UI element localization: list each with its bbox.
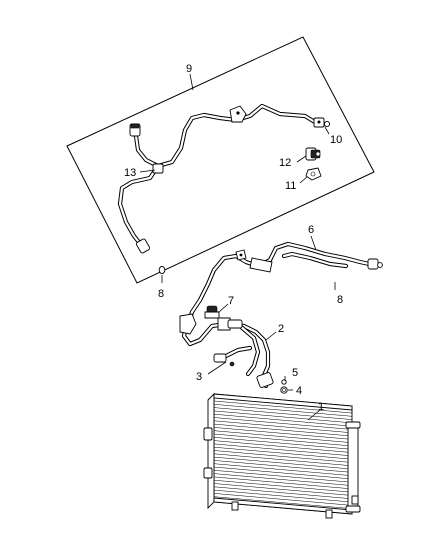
part-11-cap — [305, 167, 322, 181]
callout-4: 4 — [296, 385, 302, 397]
part-8-oring-left: 8 — [158, 265, 166, 300]
callout-11: 11 — [285, 180, 296, 192]
callout-2: 2 — [278, 323, 284, 335]
part-7-fitting — [204, 305, 220, 319]
inset-line-assembly-9 — [117, 103, 325, 254]
inset-frame — [66, 36, 375, 284]
part-10-oring — [323, 120, 331, 128]
line-2-assembly — [179, 313, 274, 389]
callout-3: 3 — [196, 371, 202, 383]
part-3-fitting — [213, 353, 235, 367]
inset-panel: 9 13 10 12 11 — [66, 36, 375, 284]
callout-9: 9 — [186, 63, 192, 75]
part-5-oring — [281, 379, 287, 385]
line-6-assembly — [185, 241, 383, 329]
callout-5: 5 — [292, 367, 298, 379]
callout-10: 10 — [330, 134, 342, 146]
callout-8-right: 8 — [337, 294, 343, 306]
callout-12: 12 — [279, 157, 291, 169]
callout-8-left: 8 — [158, 288, 164, 300]
callout-6: 6 — [308, 224, 314, 236]
part-1-condenser — [203, 392, 361, 519]
callout-1: 1 — [318, 401, 324, 413]
callout-7: 7 — [228, 295, 234, 307]
condenser-fins — [213, 400, 353, 509]
part-12-service-valve — [305, 147, 321, 161]
callout-13: 13 — [124, 167, 136, 179]
part-4-oring — [280, 386, 288, 394]
